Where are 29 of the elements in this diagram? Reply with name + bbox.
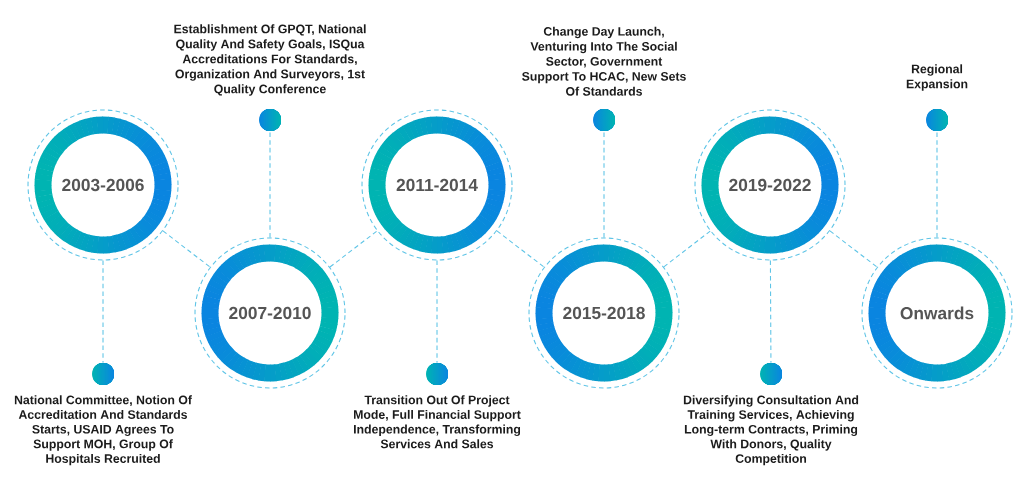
timeline-dot [593,109,615,131]
connector-line [436,260,438,364]
timeline-dot [426,363,448,385]
year-ring: 2011-2014 [361,109,513,261]
year-ring: 2003-2006 [27,109,179,261]
year-ring: 2007-2010 [194,237,346,389]
connector-line [603,130,605,238]
connector-line [829,230,878,268]
connector-line [936,130,938,238]
timeline-dot [760,363,782,385]
connector-line [269,130,271,238]
connector-line [162,230,211,268]
timeline-dot [92,363,114,385]
connector-line [663,230,711,268]
year-ring: 2015-2018 [528,237,680,389]
milestone-text: Change Day Launch, Venturing Into The Social Sector, Government Support To HCAC, New Sets Of Standards [522,26,686,96]
timeline-dot [259,109,281,131]
connector-line [769,260,772,364]
connector-line [496,230,545,268]
year-ring: Onwards [861,237,1013,389]
year-ring: 2019-2022 [694,109,846,261]
milestone-text: Establishment Of GPQT, National Quality And Safety Goals, ISQua Accreditations For Standards, Organization And Surveyors, 1st Quality Conference [174,24,366,96]
milestone-text: Regional Expansion [906,64,968,91]
milestone-text: National Committee, Notion Of Accreditation And Standards Starts, USAID Agrees To Support MOH, Group Of Hospitals Recruited [14,395,192,466]
milestone-text: Diversifying Consultation And Training Services, Achieving Long-term Contracts, Priming With Donors, Quality Competition [683,395,859,466]
connector-line [102,260,104,364]
milestone-text: Transition Out Of Project Mode, Full Financial Support Independence, Transforming Services And Sales [354,395,521,449]
connector-line [329,230,378,268]
timeline-dot [926,109,948,131]
